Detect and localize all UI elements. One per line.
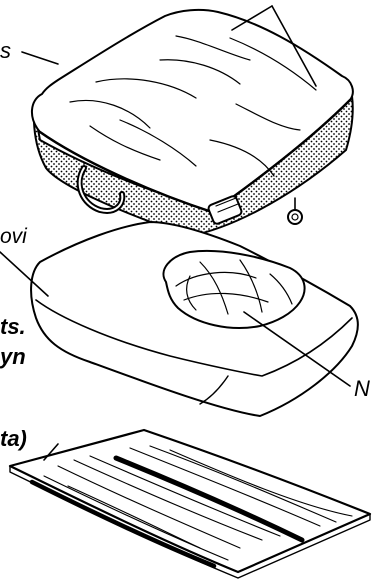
leader-cover — [22, 52, 58, 64]
foam-insert-group — [31, 222, 358, 416]
base-plate-group — [10, 430, 370, 578]
cover-group — [32, 10, 353, 236]
label-fluid-pad: N — [354, 378, 370, 400]
label-base-plate: ta) — [0, 428, 27, 450]
base-plate — [10, 430, 370, 572]
label-insert: ovi — [0, 226, 27, 247]
label-cover: s — [0, 40, 11, 62]
label-note-line2: yn — [0, 346, 26, 368]
label-note-line1: ts. — [0, 316, 26, 338]
